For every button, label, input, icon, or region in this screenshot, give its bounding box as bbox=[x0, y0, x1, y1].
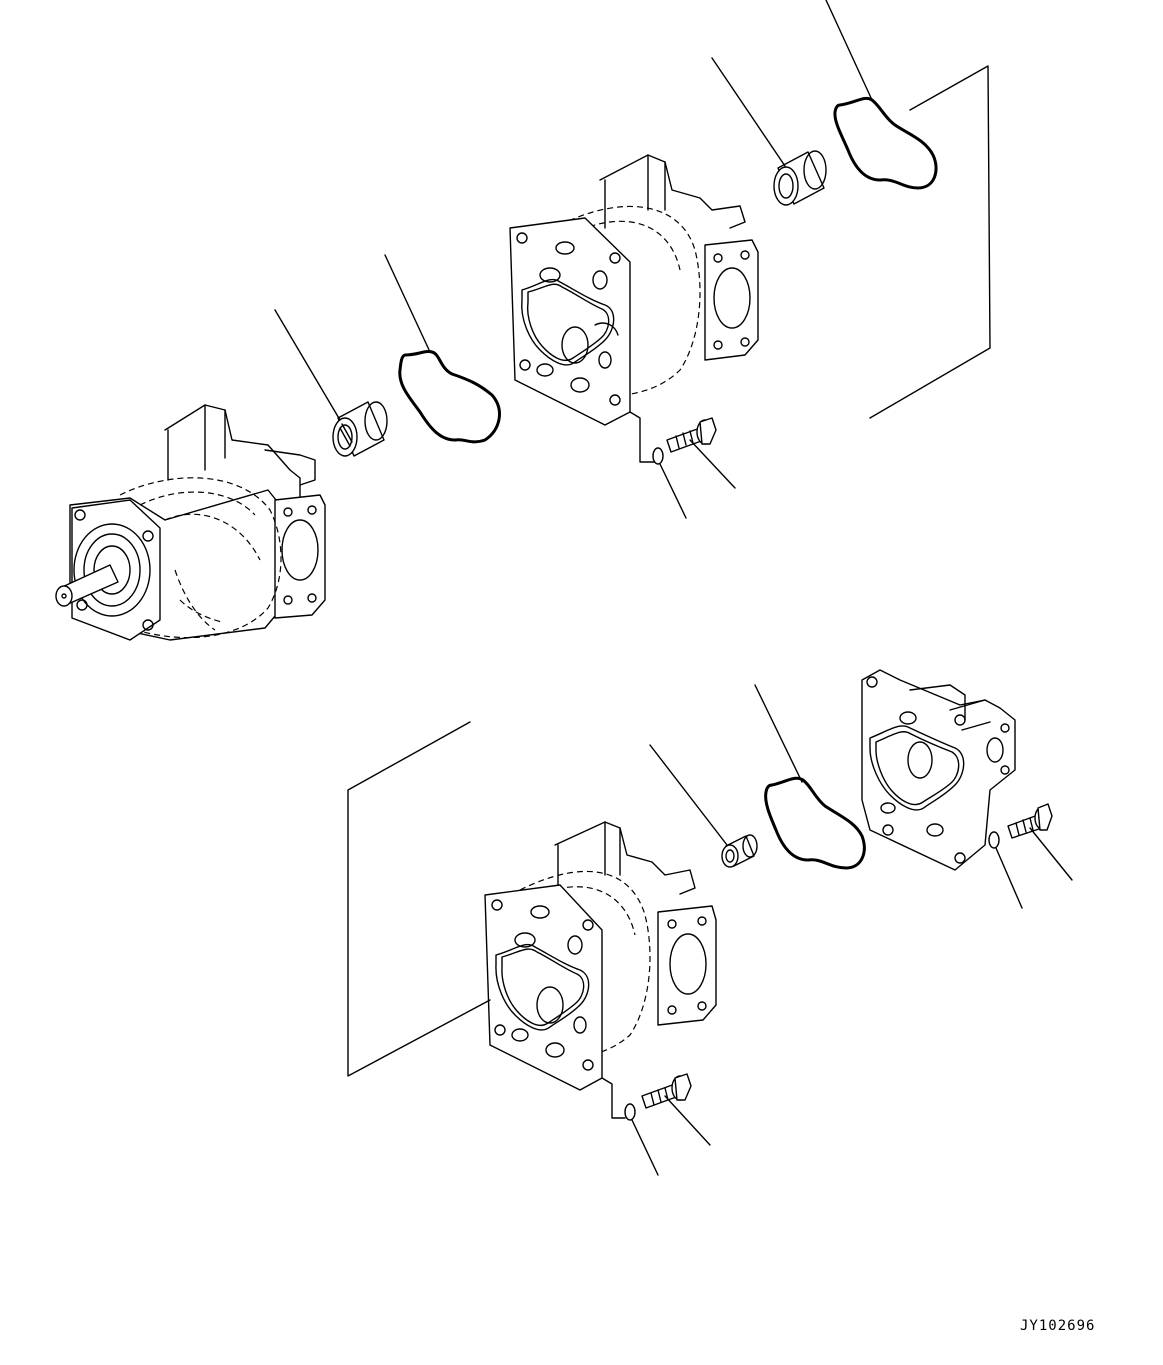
washer-1 bbox=[652, 447, 664, 465]
o-ring-seal-2 bbox=[833, 96, 938, 190]
bolt-2 bbox=[1007, 803, 1053, 839]
leader-line bbox=[825, 0, 873, 101]
leader-line bbox=[711, 57, 786, 167]
leader-line bbox=[274, 309, 341, 421]
leader-line bbox=[1029, 827, 1073, 881]
bolt-1 bbox=[666, 417, 717, 453]
assembly-bracket-bottom bbox=[347, 721, 491, 1077]
assembly-bracket-top bbox=[869, 65, 991, 419]
bolt-bracket bbox=[629, 411, 656, 463]
leader-line bbox=[659, 463, 687, 519]
leader-line bbox=[631, 1119, 659, 1176]
bolt-bracket bbox=[601, 1077, 626, 1119]
bolt-3 bbox=[641, 1073, 692, 1109]
leader-line bbox=[649, 744, 728, 846]
needle-bearing-3 bbox=[721, 834, 758, 868]
front-pump-body bbox=[55, 404, 326, 641]
leader-line bbox=[384, 254, 431, 353]
rear-cover bbox=[861, 669, 1016, 871]
middle-pump-section bbox=[509, 154, 759, 426]
o-ring-seal-1 bbox=[398, 350, 501, 444]
o-ring-seal-3 bbox=[764, 776, 866, 870]
leader-line bbox=[995, 847, 1023, 909]
leader-line bbox=[754, 684, 803, 783]
figure-code: JY102696 bbox=[1020, 1318, 1096, 1334]
lower-pump-section bbox=[484, 821, 717, 1091]
leader-line bbox=[664, 1095, 711, 1146]
needle-bearing-1 bbox=[332, 401, 388, 457]
needle-bearing-2 bbox=[773, 150, 827, 206]
washer-2 bbox=[988, 831, 1000, 849]
washer-3 bbox=[624, 1103, 636, 1121]
leader-line bbox=[689, 439, 736, 489]
